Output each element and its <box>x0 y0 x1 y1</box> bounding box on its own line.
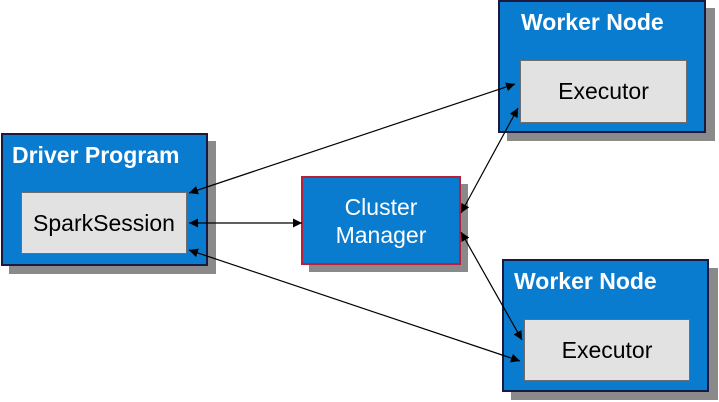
executor-top-box: Executor <box>520 60 687 123</box>
arrow-driver-to-executor-top <box>188 82 516 195</box>
worker-node-bottom-box: Worker Node Executor <box>502 259 709 392</box>
worker-node-top-title: Worker Node <box>521 9 664 35</box>
arrow-cluster-manager-to-executor-bottom <box>460 231 523 341</box>
driver-program-box: Driver Program SparkSession <box>1 133 208 266</box>
cluster-manager-line1: Cluster <box>344 193 418 220</box>
arrow-driver-to-executor-bottom <box>188 248 521 363</box>
driver-program-title: Driver Program <box>12 142 180 168</box>
worker-node-top-box: Worker Node Executor <box>498 0 706 133</box>
arrow-cluster-manager-to-executor-top <box>460 107 519 214</box>
spark-session-box: SparkSession <box>21 192 187 254</box>
cluster-manager-line2: Manager <box>335 221 427 248</box>
worker-node-bottom-title: Worker Node <box>514 268 657 294</box>
executor-bottom-box: Executor <box>524 319 690 381</box>
